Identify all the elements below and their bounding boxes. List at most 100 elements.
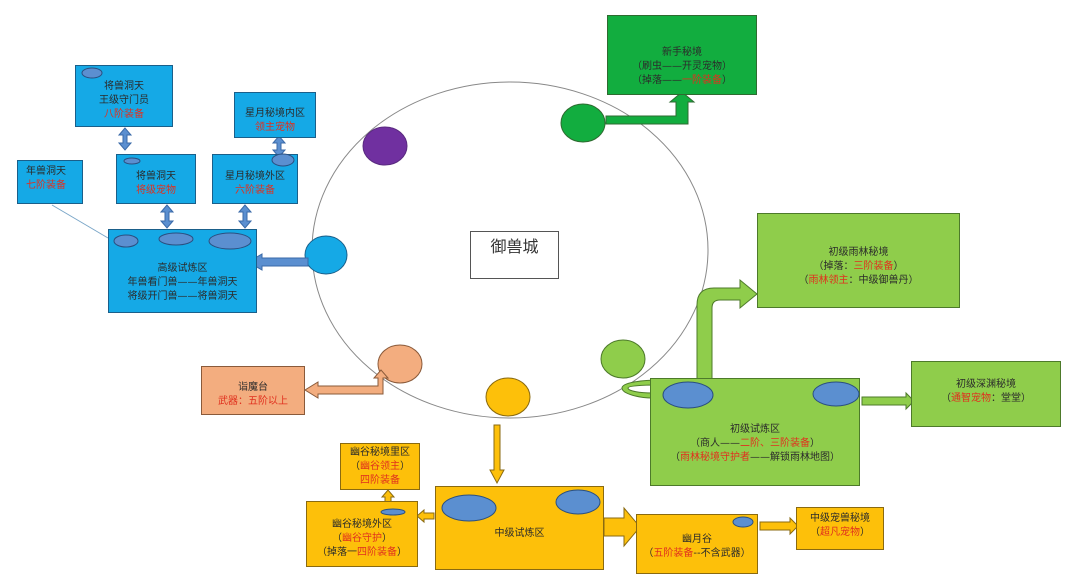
portal-dark-green[interactable]: [560, 103, 606, 143]
text: 将级开门兽——将兽洞天: [127, 291, 238, 302]
general-realm-gatekeeper-box[interactable]: 将兽洞天王级守门员八阶装备: [75, 65, 173, 127]
box-text-line: 幽谷秘境外区: [307, 518, 417, 532]
arrow-to-valley-outer: [416, 508, 435, 524]
demon-platform-box[interactable]: 诣魔台武器：五阶以上: [201, 366, 305, 415]
text: 中级宠兽秘境: [810, 513, 870, 524]
highlighted-text: 四阶装备: [357, 547, 397, 558]
box-text-line: 六阶装备: [213, 184, 297, 198]
highlighted-text: 一阶装备: [682, 75, 722, 86]
text: 初级深渊秘境: [956, 379, 1016, 390]
box-text-line: 王级守门员: [76, 94, 172, 108]
text: 幽谷秘境里区: [350, 447, 410, 458]
arrow-to-high-trial-zone: [246, 253, 309, 271]
highlighted-text: 领主宠物: [255, 122, 295, 133]
portal-yellow[interactable]: [485, 377, 531, 417]
text: 中级试炼区: [494, 528, 545, 539]
text: ：中级御兽丹）: [848, 275, 919, 286]
highlighted-text: 五阶装备: [653, 548, 694, 559]
text: （掉落——: [632, 75, 682, 86]
valley-outer-box[interactable]: 幽谷秘境外区（幽谷守护）（掉落一四阶装备）: [306, 501, 418, 567]
highlighted-text: 幽谷领主: [360, 461, 400, 472]
text: ）: [722, 75, 732, 86]
portal-purple[interactable]: [362, 126, 408, 166]
text: 诣魔台: [238, 382, 268, 393]
highlighted-text: 将级宠物: [136, 185, 176, 196]
box-text-line: （雨林秘境守护者——解锁雨林地图）: [651, 451, 859, 465]
box-text-line: 将兽洞天: [117, 170, 195, 184]
text: 初级试炼区: [730, 424, 780, 435]
box-text-line: 初级深渊秘境: [912, 378, 1060, 392]
text: （: [332, 533, 342, 544]
text: ——解锁雨林地图）: [750, 452, 840, 463]
double-arrow-general-trial: [159, 204, 175, 229]
text: 将兽洞天: [104, 81, 144, 92]
mid-pet-realm-box[interactable]: 中级宠兽秘境 （超凡宠物）: [796, 507, 884, 550]
general-realm-box[interactable]: 将兽洞天将级宠物: [116, 154, 196, 204]
text: --不含武器）: [693, 548, 751, 559]
star-moon-inner-box[interactable]: 星月秘境内区领主宠物: [234, 92, 316, 138]
moon-valley-box[interactable]: 幽月谷 （五阶装备--不含武器）: [636, 514, 758, 574]
text: ）: [860, 527, 870, 538]
highlighted-text: 幽谷守护: [342, 533, 382, 544]
double-arrow-star-moon-trial: [237, 204, 253, 229]
portal-orange[interactable]: [377, 344, 423, 384]
box-text-line: 四阶装备: [341, 474, 419, 488]
arrow-to-novice-realm: [605, 91, 696, 125]
text: 年兽看门兽——年兽洞天: [127, 277, 238, 288]
text: ）: [810, 438, 820, 449]
arrow-to-pet-realm: [759, 516, 799, 536]
box-text-line: 幽谷秘境里区: [341, 446, 419, 460]
highlighted-text: 雨林秘境守护者: [680, 452, 750, 463]
rainforest-realm-box[interactable]: 初级雨林秘境（掉落：三阶装备）（雨林领主：中级御兽丹）: [757, 213, 960, 308]
box-text-line: 年兽洞天: [26, 165, 82, 179]
highlighted-text: 超凡宠物: [820, 527, 860, 538]
high-trial-zone-box[interactable]: 高级试炼区年兽看门兽——年兽洞天将级开门兽——将兽洞天: [108, 229, 257, 313]
box-text-line: 星月秘境外区: [213, 170, 297, 184]
box-text-line: （掉落：三阶装备）: [758, 260, 959, 274]
text: ：堂堂）: [991, 393, 1031, 404]
portal-blue[interactable]: [304, 235, 348, 275]
box-text-line: 星月秘境内区: [235, 107, 315, 121]
city-title: 御兽城: [490, 237, 539, 256]
box-text-line: 幽月谷: [637, 533, 757, 547]
text: （: [798, 275, 809, 286]
link-year-beast-realm: [51, 204, 109, 239]
valley-inner-box[interactable]: 幽谷秘境里区（幽谷领主）四阶装备: [340, 443, 420, 490]
arrow-to-mid-trial-zone: [489, 424, 505, 485]
box-text-line: 将级开门兽——将兽洞天: [109, 290, 256, 304]
city-center-box[interactable]: 御兽城: [470, 231, 559, 279]
box-text-line: 初级雨林秘境: [758, 246, 959, 260]
box-text-line: 领主宠物: [235, 121, 315, 135]
primary-trial-zone-box[interactable]: 初级试炼区（商人——二阶、三阶装备）（雨林秘境守护者——解锁雨林地图）: [650, 378, 860, 486]
abyss-realm-box[interactable]: 初级深渊秘境 （通智宠物：堂堂）: [911, 361, 1061, 427]
text: （: [810, 527, 820, 538]
novice-realm-box[interactable]: 新手秘境 （刷虫——开灵宠物） （掉落——一阶装备）: [607, 15, 757, 95]
text: 高级试炼区: [157, 263, 208, 274]
text: 星月秘境内区: [245, 108, 305, 119]
double-arrow-general-top: [117, 127, 133, 151]
box-text-line: 诣魔台: [202, 381, 304, 395]
year-beast-realm-box[interactable]: 年兽洞天七阶装备: [17, 160, 83, 204]
box-text-line: （超凡宠物）: [797, 526, 883, 540]
star-moon-outer-box[interactable]: 星月秘境外区六阶装备: [212, 154, 298, 204]
box-text-line: 中级宠兽秘境: [797, 512, 883, 526]
text: （刷虫——开灵宠物）: [632, 61, 732, 72]
box-text-line: （五阶装备--不含武器）: [637, 547, 757, 561]
text: 幽月谷: [682, 534, 712, 545]
highlighted-text: 六阶装备: [235, 185, 275, 196]
text: （掉落：: [813, 261, 854, 272]
text: ）: [893, 261, 904, 272]
highlighted-text: 八阶装备: [104, 109, 144, 120]
box-text-line: 年兽看门兽——年兽洞天: [109, 276, 256, 290]
mid-trial-zone-box[interactable]: 中级试炼区: [435, 486, 604, 570]
text: 幽谷秘境外区: [332, 519, 392, 530]
box-text-line: 中级试炼区: [436, 527, 603, 541]
text: 新手秘境: [662, 47, 702, 58]
portal-light-green[interactable]: [600, 339, 646, 379]
text: ）: [382, 533, 392, 544]
box-text-line: （刷虫——开灵宠物）: [608, 60, 756, 74]
text: ）: [397, 547, 407, 558]
text: 星月秘境外区: [225, 171, 285, 182]
box-text-line: （通智宠物：堂堂）: [912, 392, 1060, 406]
